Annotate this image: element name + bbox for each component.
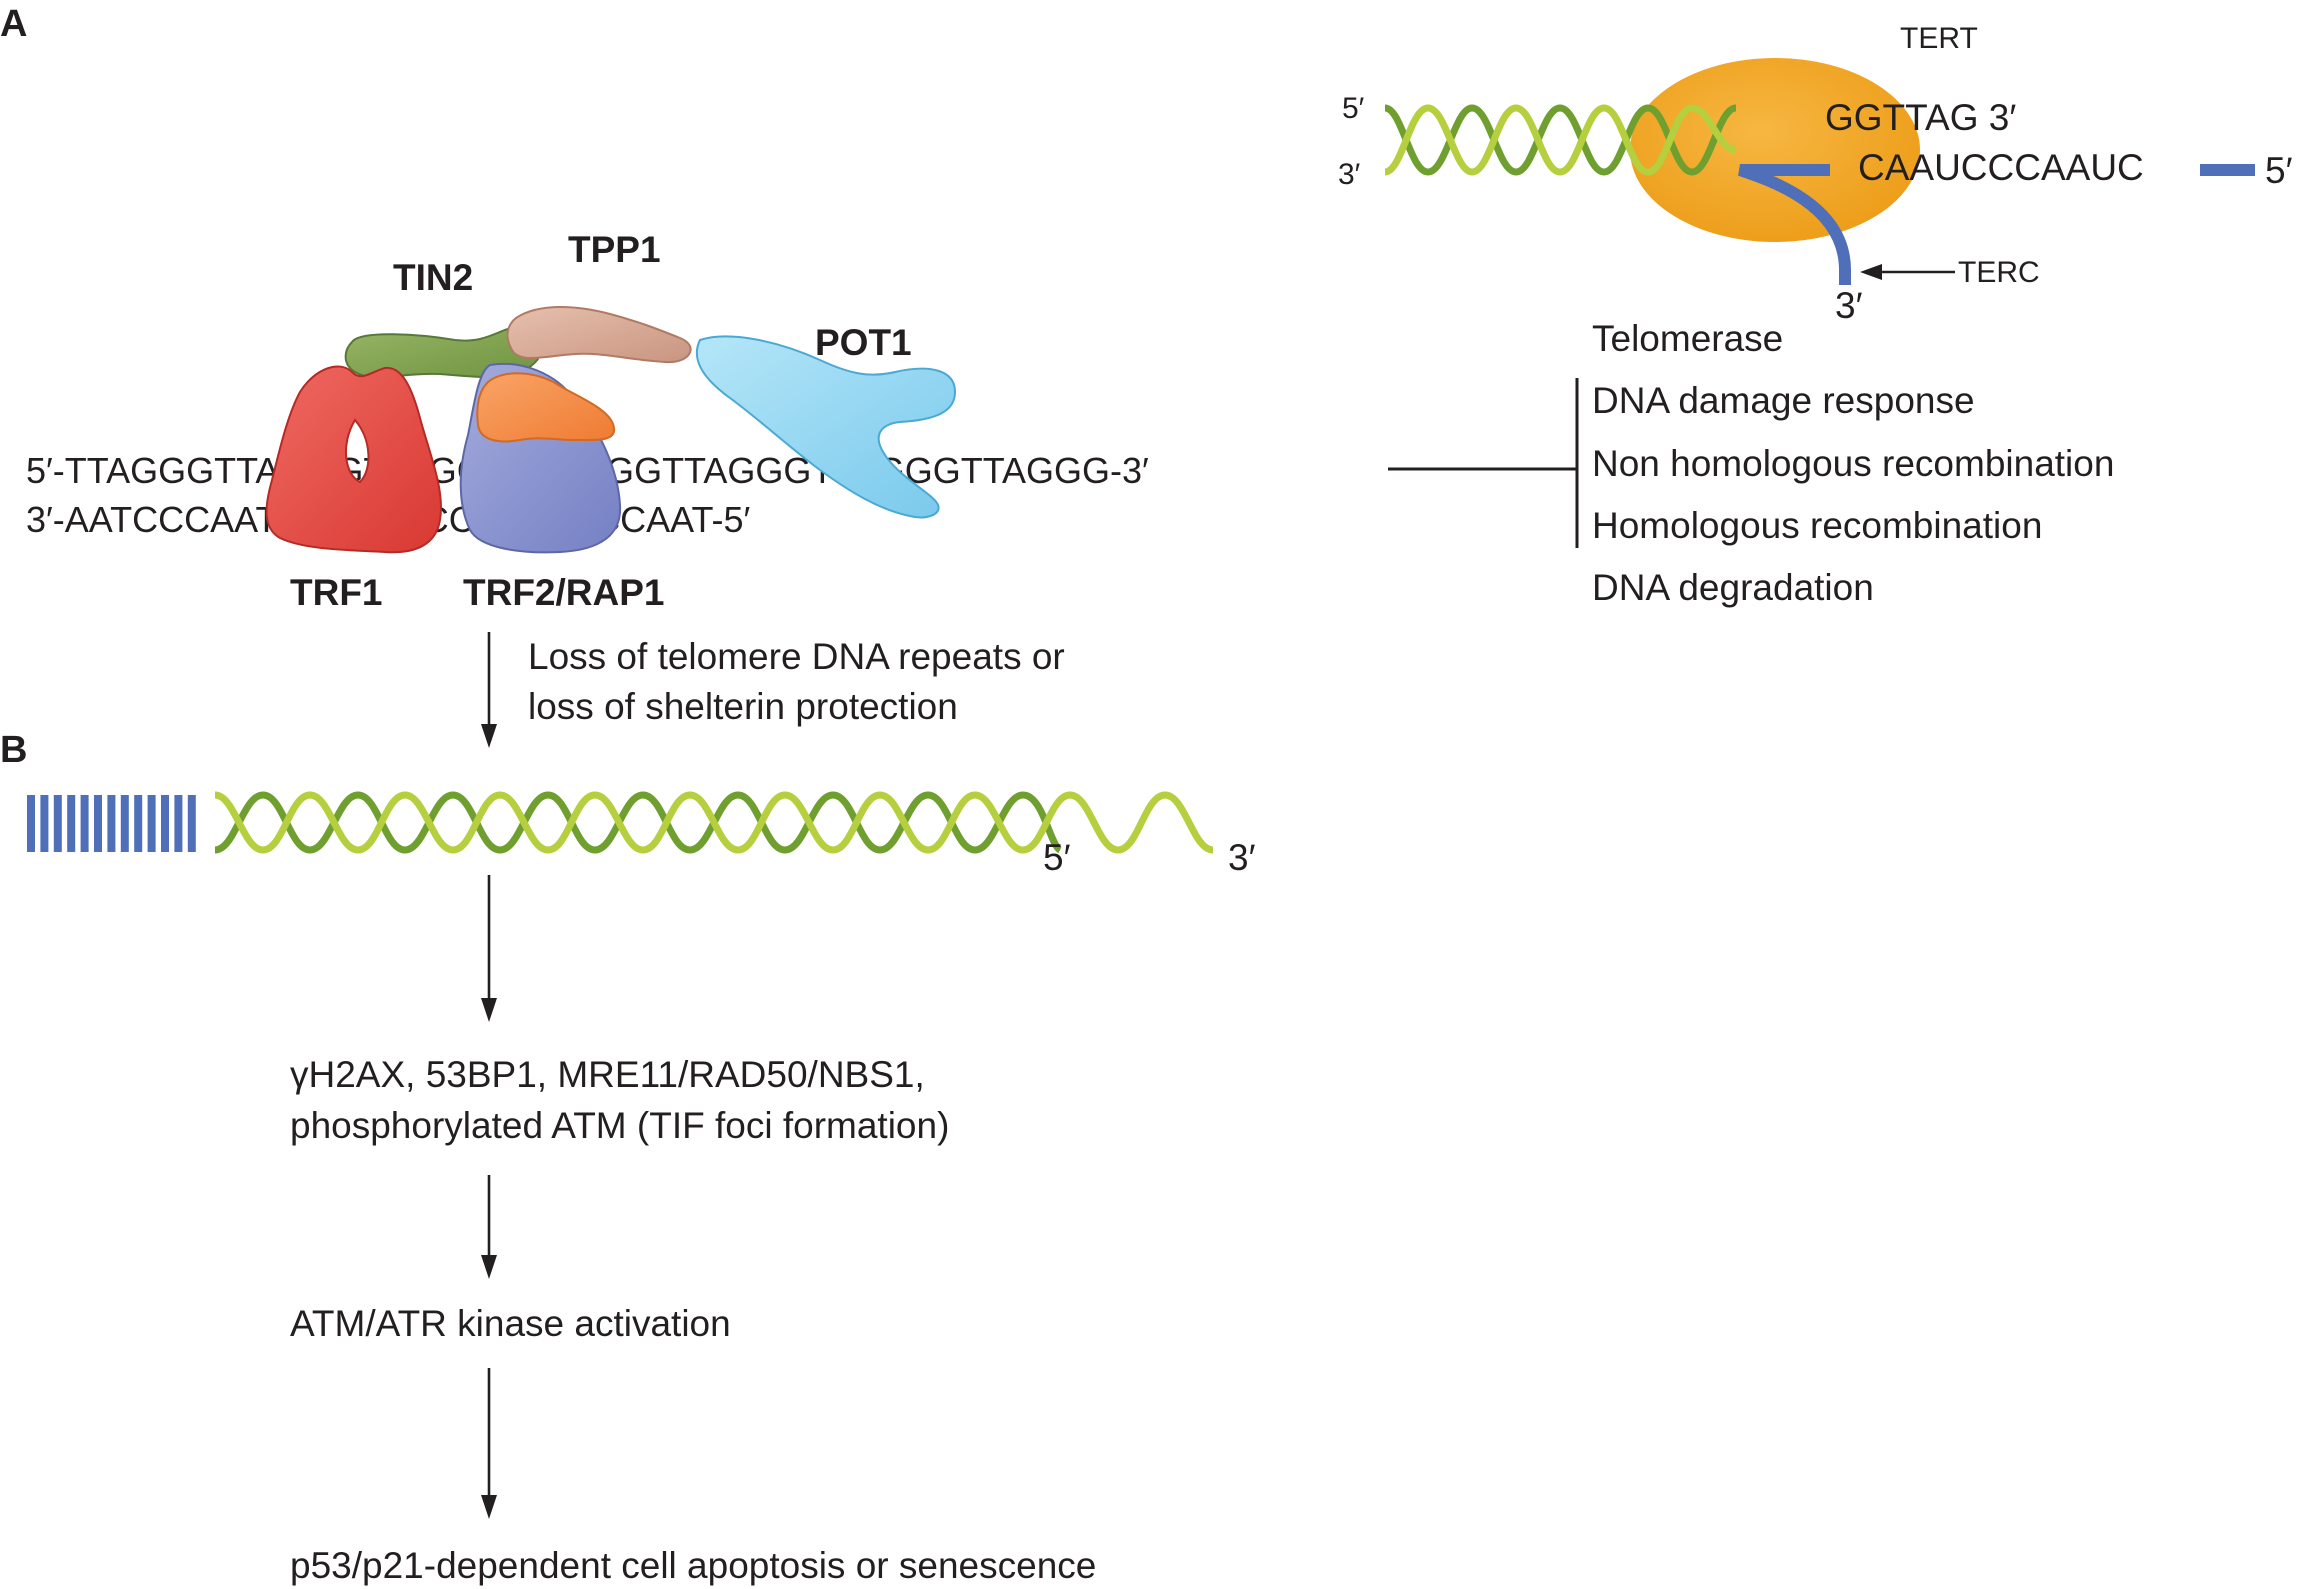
telomere-repeat-bar [161, 795, 169, 852]
terc-rna [1738, 164, 2255, 285]
uncapped-dna-helix [214, 791, 1214, 854]
flow-arrow-3 [481, 1368, 497, 1519]
shelterin-complex: 5′-TTAGGGTTAGGGTTAGGGTTAGGGTTAGGGTTAGGGT… [26, 229, 1149, 613]
telomere-repeat-bar [147, 795, 156, 852]
flow-arrow-0 [481, 632, 497, 748]
process-dna-damage-response: DNA damage response [1592, 380, 1975, 421]
telomerase-dna-helix [1383, 104, 1738, 176]
telomerase-dna-template: GGTTAG 3′ [1825, 97, 2016, 138]
tin2-label: TIN2 [393, 257, 473, 298]
process-telomerase: Telomerase [1592, 318, 1783, 359]
telomere-repeat-bar [94, 795, 102, 852]
process-nhej: Non homologous recombination [1592, 443, 2114, 484]
process-homologous-recombination: Homologous recombination [1592, 505, 2042, 546]
terc-3prime: 3′ [1835, 285, 1863, 326]
panel-b-label: B [0, 729, 27, 771]
flow-arrow-1 [481, 875, 497, 1022]
telomere-repeat-bar [67, 795, 76, 852]
telomere-repeat-bar [174, 795, 183, 852]
trf2-rap1-label: TRF2/RAP1 [463, 572, 664, 613]
flow-arrow-2 [481, 1175, 497, 1279]
uncapped-dna-5prime: 5′ [1043, 837, 1071, 878]
dna-damage-markers-line2: phosphorylated ATM (TIF foci formation) [290, 1105, 949, 1146]
terc-pointer-arrow [1860, 264, 1955, 280]
uncapped-dna-3prime: 3′ [1228, 837, 1256, 878]
telomere-repeat-bar [187, 795, 196, 852]
residual-telomere-repeats [27, 795, 196, 852]
inhibition-bracket [1388, 378, 1579, 548]
trf1-label: TRF1 [290, 572, 383, 613]
telomerase-complex: TERT GGTTAG 3′ CAAUCCCAAUC 5′ 3′ 5′ 3′ T… [1338, 22, 2293, 326]
inhibited-processes-list: Telomerase DNA damage response Non homol… [1592, 318, 2114, 608]
tert-enzyme [1630, 58, 1920, 242]
dna-damage-markers-line1: γH2AX, 53BP1, MRE11/RAD50/NBS1, [290, 1054, 925, 1095]
process-dna-degradation: DNA degradation [1592, 567, 1874, 608]
telomerase-dna-5prime: 5′ [1342, 92, 1365, 125]
tpp1-label: TPP1 [568, 229, 661, 270]
telomere-repeat-bar [134, 795, 143, 852]
telomere-repeat-bar [40, 795, 49, 852]
telomere-repeat-bar [27, 795, 35, 852]
pot1-label: POT1 [815, 322, 912, 363]
telomere-repeat-bar [80, 795, 89, 852]
tert-label: TERT [1900, 22, 1978, 55]
telomere-repeat-bar [53, 795, 62, 852]
terc-label: TERC [1958, 256, 2040, 289]
cell-fate-text: p53/p21-dependent cell apoptosis or sene… [290, 1545, 1096, 1586]
kinase-activation-text: ATM/ATR kinase activation [290, 1303, 731, 1344]
rap1-protein [476, 372, 616, 443]
terc-5prime: 5′ [2265, 150, 2293, 191]
telomere-repeat-bar [107, 795, 116, 852]
telomere-repeat-bar [120, 795, 129, 852]
trf1-protein [265, 365, 442, 554]
loss-of-protection-line1: Loss of telomere DNA repeats or [528, 636, 1065, 677]
tpp1-protein [506, 306, 692, 364]
telomerase-dna-3prime: 3′ [1338, 158, 1361, 191]
terc-template-sequence: CAAUCCCAAUC [1858, 147, 2144, 188]
pot1-protein [695, 335, 957, 519]
panel-a-label: A [0, 3, 27, 45]
loss-of-protection-line2: loss of shelterin protection [528, 686, 958, 727]
